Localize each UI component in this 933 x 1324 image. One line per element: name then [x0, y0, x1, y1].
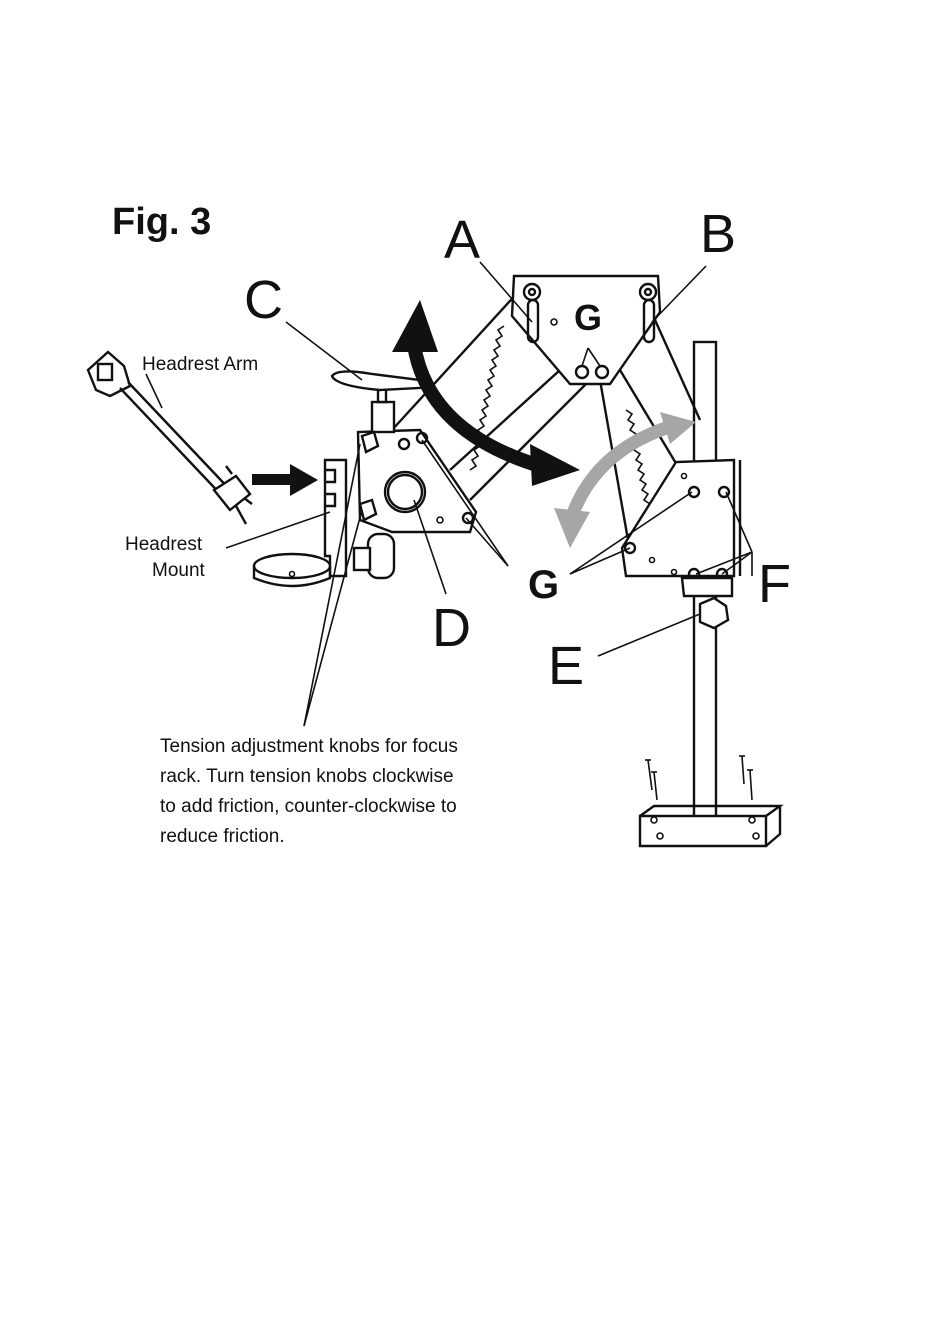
label-d: D: [432, 598, 471, 658]
label-f: F: [758, 554, 791, 614]
insert-direction-arrow: [252, 464, 318, 496]
caption-line: to add friction, counter-clockwise to: [160, 792, 490, 822]
label-b: B: [700, 204, 736, 264]
figure-title: Fig. 3: [112, 201, 211, 243]
right-head-block: [622, 460, 740, 628]
label-g-middle: G: [528, 563, 559, 607]
headrest-mount-label-line2: Mount: [152, 560, 206, 581]
headrest-mount-label-line1: Headrest: [125, 534, 203, 555]
label-a: A: [444, 210, 480, 270]
label-g-top: G: [574, 297, 602, 338]
headrest-arm-label: Headrest Arm: [142, 354, 258, 375]
tension-knob-caption: Tension adjustment knobs for focus rack.…: [160, 732, 490, 852]
caption-line: reduce friction.: [160, 822, 490, 852]
label-e: E: [548, 636, 584, 696]
headrest-arm: [88, 352, 252, 524]
label-c: C: [244, 270, 283, 330]
caption-line: rack. Turn tension knobs clockwise: [160, 762, 490, 792]
caption-line: Tension adjustment knobs for focus: [160, 732, 490, 762]
